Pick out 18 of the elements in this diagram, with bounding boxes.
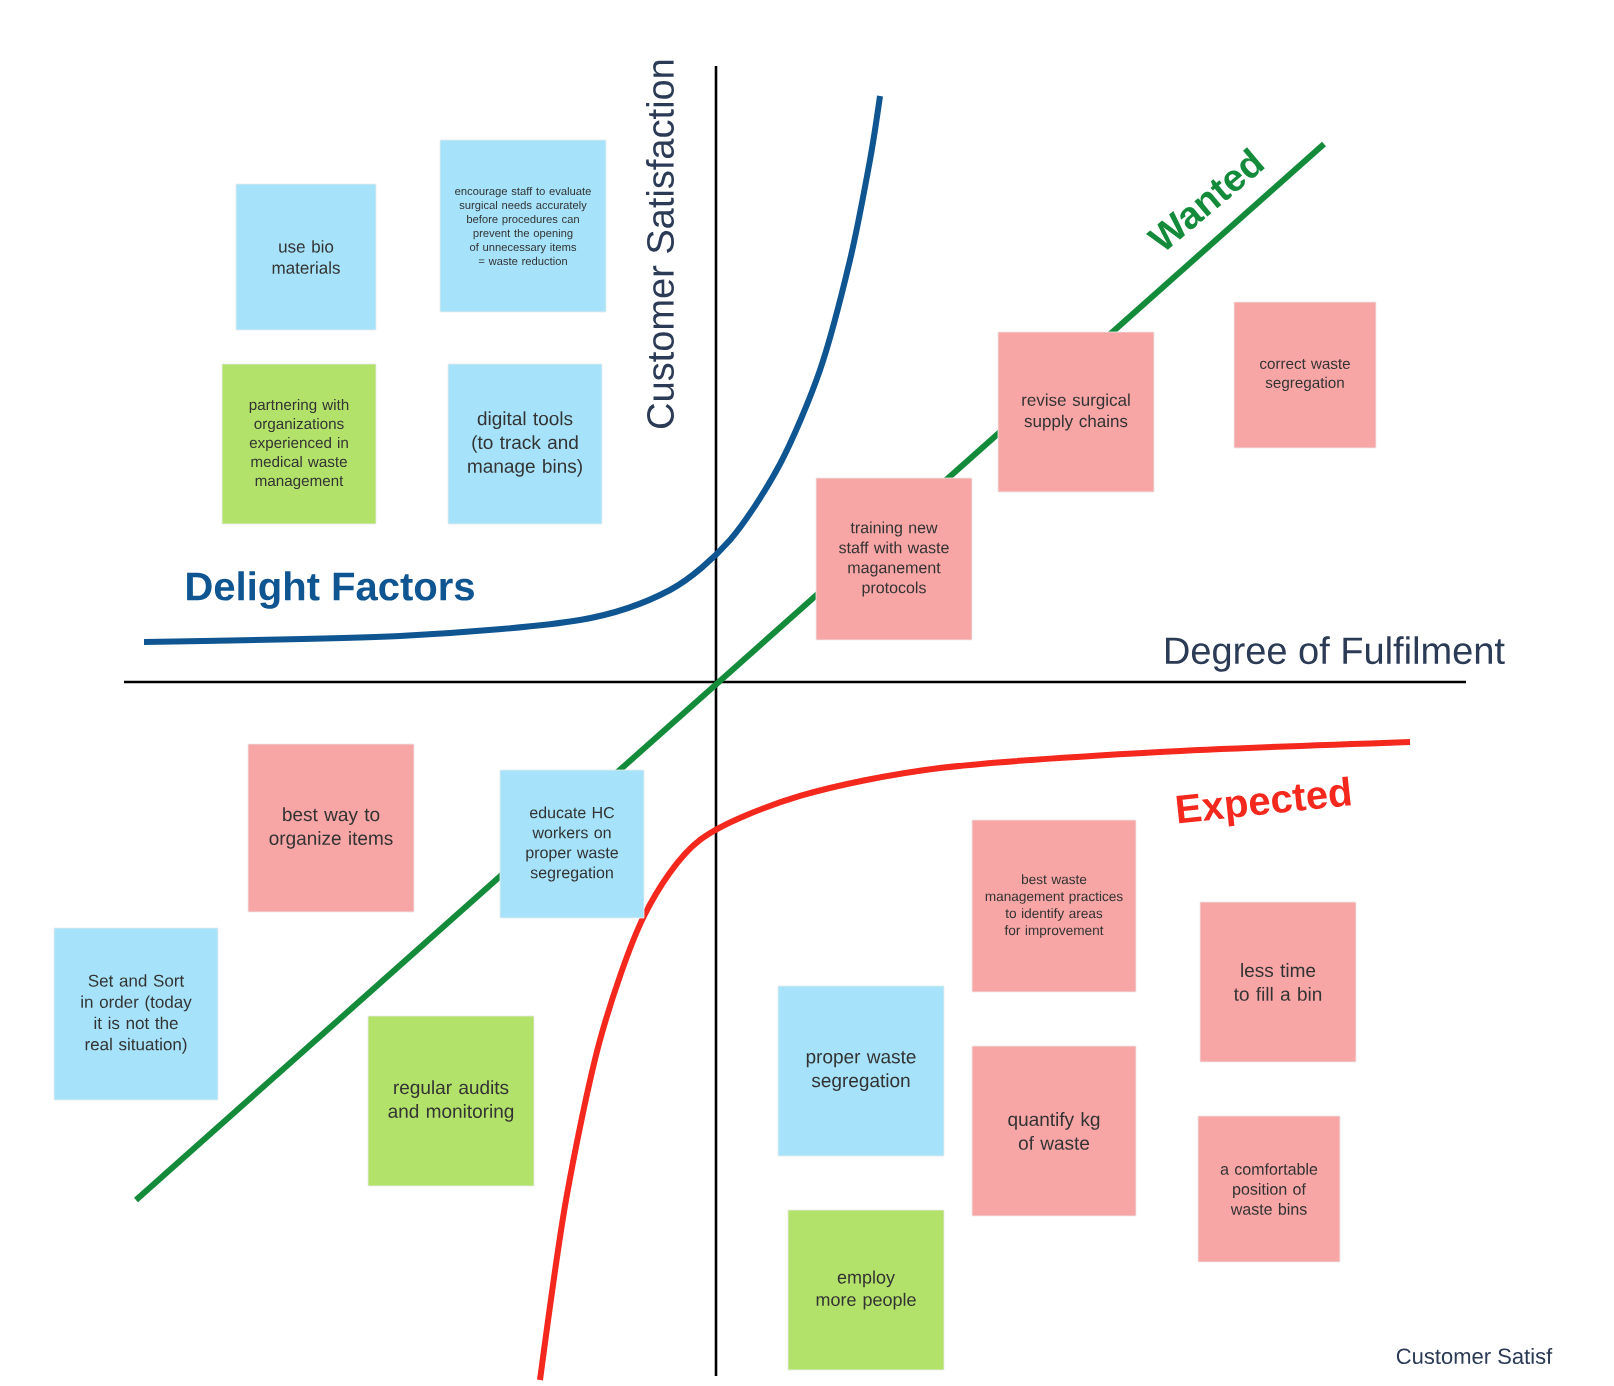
sticky-note: digital tools (to track and manage bins)	[447, 363, 603, 525]
sticky-note: proper waste segregation	[777, 985, 945, 1157]
corner-label: Customer Satisf	[1396, 1347, 1553, 1365]
sticky-note: best way to organize items	[247, 743, 415, 913]
axis-label: Customer Satisfaction	[646, 60, 674, 428]
sticky-note: educate HC workers on proper waste segregation	[499, 769, 645, 919]
sticky-note: Set and Sort in order (today it is not the real situation)	[53, 927, 219, 1101]
sticky-note: use bio materials	[235, 183, 377, 331]
axis-label: Degree of Fulfilment	[1166, 636, 1505, 672]
sticky-note: training new staff with waste maganement protocols	[815, 477, 973, 641]
curve-label: Delight Factors	[187, 571, 474, 609]
sticky-note: employ more people	[787, 1209, 945, 1371]
sticky-note: regular audits and monitoring	[367, 1015, 535, 1187]
sticky-note: quantify kg of waste	[971, 1045, 1137, 1217]
sticky-note: less time to fill a bin	[1199, 901, 1357, 1063]
sticky-note: a comfortable position of waste bins	[1197, 1115, 1341, 1263]
sticky-note: revise surgical supply chains	[997, 331, 1155, 493]
curve-label: Expected	[1176, 776, 1351, 827]
